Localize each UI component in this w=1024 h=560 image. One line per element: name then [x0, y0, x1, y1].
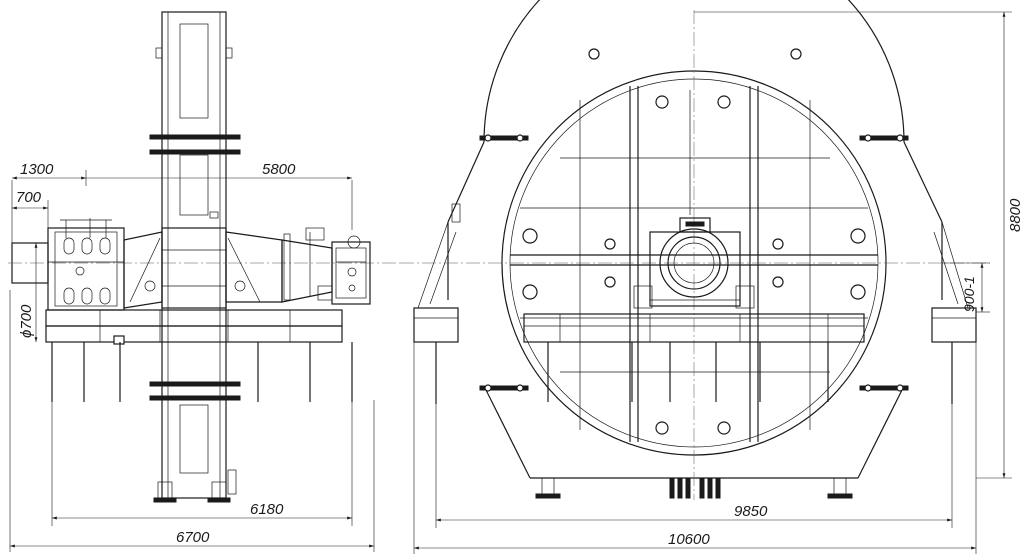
dim-9850: 9850	[734, 503, 768, 520]
center-bearing	[633, 217, 755, 309]
front-view-dimensions: 8800 900-1 9850 10600	[413, 11, 1024, 554]
dim-10600: 10600	[668, 531, 710, 548]
dim-6700: 6700	[176, 529, 210, 546]
dim-5800: 5800	[262, 161, 296, 178]
dim-700: 700	[16, 189, 42, 206]
side-view: 1300 5800 700 ϕ700 6180 6700	[8, 11, 400, 552]
front-view: 8800 900-1 9850 10600	[400, 0, 1024, 554]
dim-1300: 1300	[20, 161, 54, 178]
fan-casing	[417, 0, 969, 479]
dim-8800: 8800	[1007, 198, 1024, 232]
vertical-column	[149, 11, 241, 503]
front-base-frame	[413, 307, 977, 343]
bearing-housing	[47, 218, 125, 311]
anchor-legs	[51, 342, 353, 402]
front-legs	[435, 342, 953, 404]
dim-900-1: 900-1	[961, 276, 977, 312]
shaft	[8, 242, 400, 284]
fan-disk	[400, 10, 990, 500]
drive-body	[123, 227, 333, 309]
base-frame	[45, 309, 343, 345]
dim-6180: 6180	[250, 501, 284, 518]
dim-phi700: ϕ700	[18, 304, 35, 338]
front-feet	[535, 477, 853, 499]
motor	[317, 235, 371, 305]
side-view-dimensions: 1300 5800 700 ϕ700 6180 6700	[9, 161, 375, 552]
